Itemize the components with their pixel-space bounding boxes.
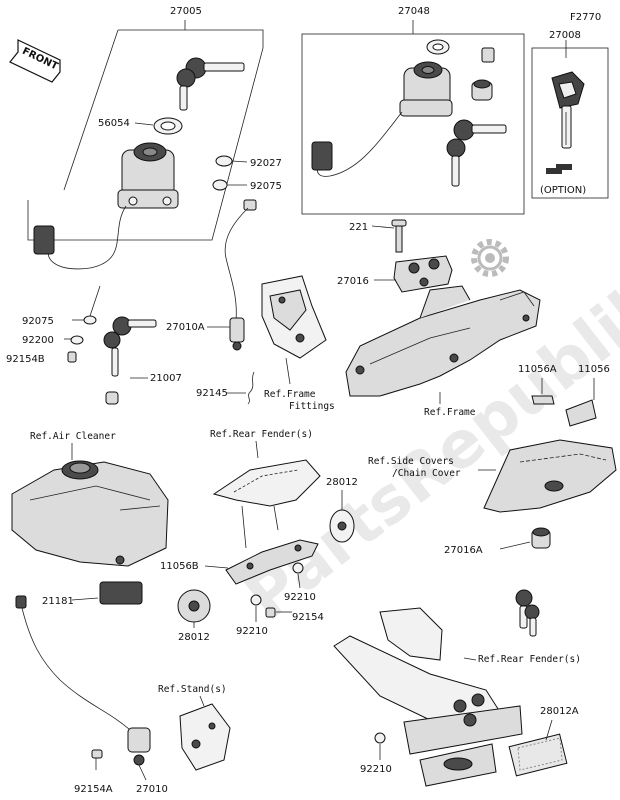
label-27010: 27010 (136, 784, 168, 795)
air-cleaner-housing (11, 460, 169, 567)
group-box-27005-left-edge (63, 29, 119, 191)
label-27016: 27016 (337, 276, 369, 287)
bolt-221 (395, 223, 403, 253)
ref-side-covers-2: /Chain Cover (392, 468, 461, 479)
side-cover-assembly (483, 439, 617, 513)
label-28012a: 28012A (540, 706, 579, 717)
connector-27048 (311, 141, 333, 171)
reflector-28012a (508, 733, 568, 777)
label-11056: 11056 (578, 364, 610, 375)
rear-fender-assembly (333, 607, 523, 787)
connector-27005 (33, 225, 55, 255)
ref-air-cleaner: Ref.Air Cleaner (30, 431, 116, 442)
group-box-27005 (27, 29, 264, 241)
label-27010a: 27010A (166, 322, 205, 333)
label-11056b: 11056B (160, 561, 199, 572)
cap-21007 (105, 391, 119, 405)
key-icon (446, 119, 507, 187)
relay-21181 (99, 581, 143, 605)
label-28012-lower: 28012 (178, 632, 210, 643)
label-92210-a: 92210 (284, 592, 316, 603)
ref-rear-fender-top: Ref.Rear Fender(s) (210, 429, 313, 440)
label-diagram-code: F2770 (570, 12, 601, 23)
washer-92200 (70, 335, 84, 345)
label-21181: 21181 (42, 596, 74, 607)
ref-side-covers-1: Ref.Side Covers (368, 456, 454, 467)
rear-fender-panel (212, 459, 321, 507)
ignition-switch-box-group (27, 20, 264, 270)
screw-92154a (91, 749, 103, 759)
label-27005: 27005 (170, 6, 202, 17)
lock-27016a (515, 527, 551, 637)
label-92210-c: 92210 (360, 764, 392, 775)
bracket-11056 (565, 399, 597, 427)
label-92145: 92145 (196, 388, 228, 399)
group-box-27008 (531, 47, 609, 199)
label-92075-bottom: 92075 (22, 316, 54, 327)
spring-92145 (247, 371, 255, 405)
washer-92075 (212, 179, 228, 191)
option-key-box (531, 40, 609, 199)
ref-frame-fittings-2: Fittings (289, 401, 335, 412)
label-92200: 92200 (22, 335, 54, 346)
frame-assembly (345, 285, 541, 397)
label-56054: 56054 (98, 118, 130, 129)
label-option: (OPTION) (540, 185, 586, 196)
label-27008: 27008 (549, 30, 581, 41)
bracket-11056a (531, 395, 555, 405)
label-27048: 27048 (398, 6, 430, 17)
label-92154a: 92154A (74, 784, 113, 795)
sensor-27010 (127, 727, 151, 781)
label-92154b: 92154B (6, 354, 45, 365)
ignition-switch-body (117, 142, 179, 209)
label-92210-b: 92210 (236, 626, 268, 637)
label-92027: 92027 (250, 158, 282, 169)
label-27016a: 27016A (444, 545, 483, 556)
sensor-27010a (224, 199, 257, 405)
label-92075-top: 92075 (250, 181, 282, 192)
key-icon (103, 316, 157, 377)
label-221: 221 (349, 222, 368, 233)
screw-92154b (67, 351, 77, 363)
washer-92027 (215, 155, 233, 167)
ref-rear-fender-bottom: Ref.Rear Fender(s) (478, 654, 581, 665)
stand-bracket (179, 703, 231, 771)
ref-stand: Ref.Stand(s) (158, 684, 227, 695)
bracket-11056b (225, 539, 319, 585)
washer-92075-lower (83, 315, 97, 325)
label-92154: 92154 (292, 612, 324, 623)
frame-fittings (261, 275, 327, 385)
label-21007: 21007 (150, 373, 182, 384)
ref-frame: Ref.Frame (424, 407, 476, 418)
lock-cylinder-27048 (399, 61, 453, 117)
gear-icon (471, 239, 509, 277)
key-icon (551, 71, 585, 149)
nut-92210-a (292, 562, 304, 574)
bracket-27016 (393, 255, 453, 293)
key-icon (176, 57, 245, 111)
front-arrow-icon: FRONT (9, 39, 61, 83)
lock-set-box-group (301, 20, 525, 215)
label-28012-upper: 28012 (326, 477, 358, 488)
connector-27010 (15, 595, 27, 609)
ref-frame-fittings-1: Ref.Frame (264, 389, 316, 400)
nut-92210-c (374, 732, 386, 744)
nut-92210-b (250, 594, 262, 606)
screw-92154 (265, 607, 276, 618)
label-11056a: 11056A (518, 364, 557, 375)
